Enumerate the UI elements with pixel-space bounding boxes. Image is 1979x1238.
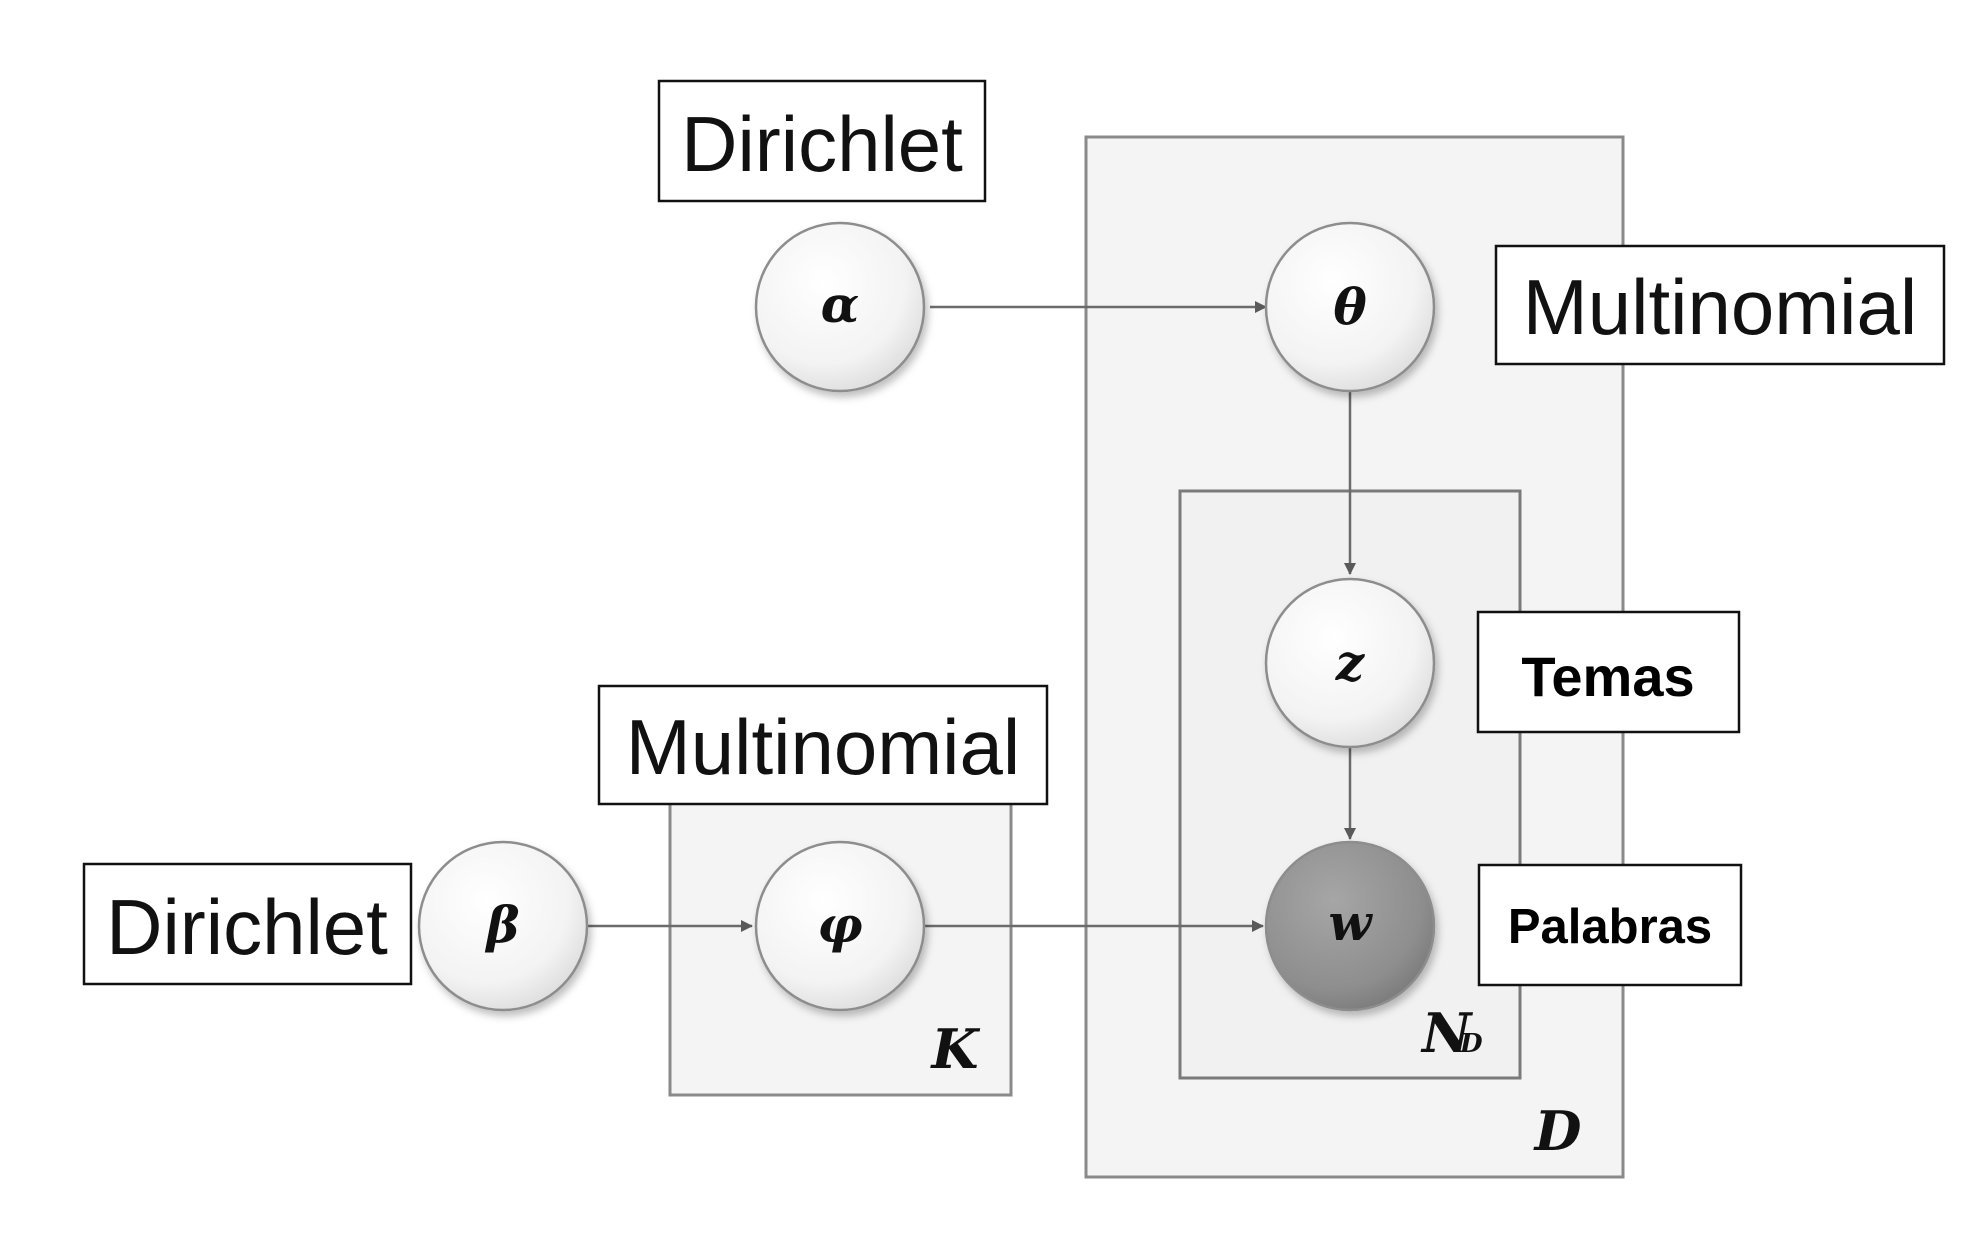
svg-text:Dirichlet: Dirichlet bbox=[681, 100, 963, 188]
plate-nd-subscript: D bbox=[1459, 1029, 1483, 1059]
node-w-observed: w bbox=[1264, 840, 1436, 1012]
svg-text:Temas: Temas bbox=[1521, 645, 1694, 708]
node-beta: β bbox=[417, 840, 589, 1012]
label-z-temas: Temas bbox=[1476, 610, 1741, 734]
plate-nd-main: N bbox=[1420, 1001, 1474, 1065]
label-theta-multinomial: Multinomial bbox=[1494, 244, 1946, 366]
plate-k-label: K bbox=[930, 1017, 981, 1081]
svg-text:Multinomial: Multinomial bbox=[1523, 263, 1917, 351]
node-phi: φ bbox=[754, 840, 926, 1012]
theta-symbol: θ bbox=[1333, 277, 1367, 336]
label-beta-dirichlet: Dirichlet bbox=[82, 862, 413, 986]
w-symbol: w bbox=[1328, 893, 1373, 952]
plate-d-label: D bbox=[1533, 1099, 1582, 1163]
label-phi-multinomial: Multinomial bbox=[597, 684, 1049, 806]
label-w-palabras: Palabras bbox=[1477, 863, 1743, 987]
plate-nd-label: N D bbox=[1420, 1001, 1483, 1065]
label-alpha-dirichlet: Dirichlet bbox=[657, 79, 987, 203]
node-theta: θ bbox=[1264, 221, 1436, 393]
beta-symbol: β bbox=[484, 895, 519, 954]
svg-text:Dirichlet: Dirichlet bbox=[106, 883, 388, 971]
node-z: z bbox=[1264, 577, 1436, 749]
alpha-symbol: α bbox=[821, 275, 859, 334]
node-alpha: α bbox=[754, 221, 926, 393]
z-symbol: z bbox=[1335, 633, 1366, 692]
svg-text:Multinomial: Multinomial bbox=[626, 703, 1020, 791]
phi-symbol: φ bbox=[817, 895, 862, 954]
svg-text:Palabras: Palabras bbox=[1508, 900, 1712, 954]
